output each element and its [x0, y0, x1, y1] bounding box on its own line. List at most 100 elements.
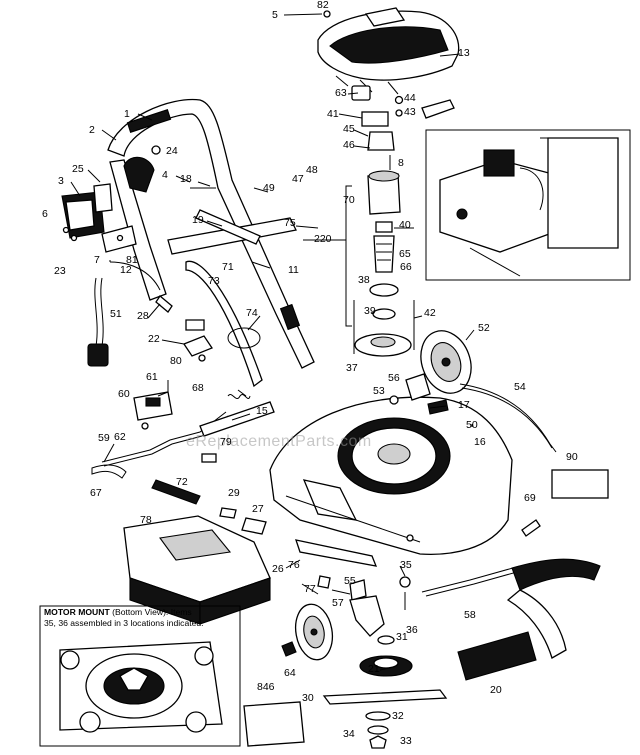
- leader-line: [331, 589, 351, 595]
- part-label-1: 1: [124, 108, 130, 120]
- part-label-12: 12: [120, 264, 132, 276]
- part-label-51: 51: [110, 308, 122, 320]
- part-label-47: 47: [292, 173, 304, 185]
- fan-21: [359, 635, 413, 677]
- part-label-49: 49: [263, 182, 275, 194]
- leader-lines: [70, 13, 475, 671]
- part-label-54: 54: [514, 381, 526, 393]
- leader-line: [253, 187, 269, 193]
- motor-mount-line1: (Bottom View): Items: [112, 607, 192, 617]
- clip-parts: [219, 507, 267, 535]
- motor-bracket-assembly: [351, 85, 455, 170]
- svg-text:MOTOR MOUNT (Bottom View): Ite: MOTOR MOUNT (Bottom View): Items: [44, 607, 192, 617]
- leader-line: [301, 583, 319, 595]
- part-label-38: 38: [358, 274, 370, 286]
- leader-line: [251, 261, 271, 269]
- part-label-82: 82: [317, 0, 329, 11]
- part-label-28: 28: [137, 310, 149, 322]
- part-label-24: 24: [166, 145, 178, 157]
- part-label-70: 70: [343, 194, 355, 206]
- cable-clip-parts: [155, 295, 261, 362]
- axle-bracket-76: [295, 539, 378, 589]
- bolt-69: [521, 519, 541, 537]
- cord-51: [87, 261, 161, 367]
- front-wheel-bracket-57: [349, 579, 385, 637]
- part-label-22: 22: [148, 333, 160, 345]
- part-label-58: 58: [464, 609, 476, 621]
- part-label-48: 48: [306, 164, 318, 176]
- part-label-44: 44: [404, 92, 416, 104]
- wheel-52-top: [420, 330, 472, 394]
- part-label-53: 53: [373, 385, 385, 397]
- grass-chute-26: [123, 515, 271, 625]
- leader-line: [87, 169, 101, 183]
- leader-line: [295, 225, 319, 229]
- nut-64: [281, 641, 297, 657]
- deck-16: [269, 396, 513, 555]
- linkage-rods: [101, 401, 275, 467]
- leader-line: [429, 405, 447, 409]
- part-label-3: 3: [58, 175, 64, 187]
- wheel-52-front: [294, 603, 334, 661]
- part-label-76: 76: [288, 559, 300, 571]
- part-label-39: 39: [364, 305, 376, 317]
- part-label-42: 42: [424, 307, 436, 319]
- part-label-78: 78: [140, 514, 152, 526]
- label-box-90: [551, 469, 609, 499]
- part-label-40: 40: [399, 219, 411, 231]
- grass-bag-20: [457, 558, 601, 681]
- part-label-2: 2: [89, 124, 95, 136]
- leader-line: [101, 129, 117, 141]
- part-label-50: 50: [466, 419, 478, 431]
- part-label-61: 61: [146, 371, 158, 383]
- leader-line: [439, 53, 461, 57]
- part-label-19: 19: [192, 214, 204, 226]
- switch-box-3: [61, 183, 137, 253]
- leader-line: [413, 315, 423, 319]
- part-label-64: 64: [284, 667, 296, 679]
- part-label-59: 59: [98, 432, 110, 444]
- part-label-81: 81: [126, 254, 138, 266]
- part-label-45: 45: [343, 123, 355, 135]
- part-label-4: 4: [162, 169, 168, 181]
- spring-68: [227, 394, 251, 400]
- leader-line: [347, 92, 359, 95]
- leader-line: [338, 113, 363, 119]
- motor-mount-line2: 35, 36 assembled in 3 locations indicate…: [44, 618, 204, 628]
- part-label-69: 69: [524, 492, 536, 504]
- part-label-46: 46: [343, 139, 355, 151]
- part-label-21: 21: [368, 663, 380, 675]
- motor-mount-inset: [39, 605, 241, 747]
- detail-inset: [425, 129, 631, 281]
- part-label-7: 7: [94, 254, 100, 266]
- part-label-8: 8: [398, 157, 404, 169]
- part-label-27: 27: [252, 503, 264, 515]
- leader-line: [175, 175, 191, 183]
- motor-stack: [345, 170, 415, 357]
- part-label-16: 16: [474, 436, 486, 448]
- part-label-18: 18: [180, 173, 192, 185]
- part-label-74: 74: [246, 307, 258, 319]
- part-label-32: 32: [392, 710, 404, 722]
- leader-line: [353, 145, 371, 149]
- part-label-6: 6: [42, 208, 48, 220]
- leader-line: [379, 667, 391, 671]
- leader-line: [231, 413, 251, 421]
- part-label-67: 67: [90, 487, 102, 499]
- part-label-41: 41: [327, 108, 339, 120]
- leader-line: [161, 339, 185, 345]
- control-box-60: [133, 380, 173, 430]
- part-label-31: 31: [396, 631, 408, 643]
- leader-line: [147, 303, 161, 319]
- part-label-20: 20: [490, 684, 502, 696]
- part-label-34: 34: [343, 728, 355, 740]
- lever-67: [91, 464, 127, 479]
- leader-line: [103, 443, 115, 463]
- rod-58: [421, 565, 521, 593]
- part-label-33: 33: [400, 735, 412, 747]
- part-label-23: 23: [54, 265, 66, 277]
- part-label-68: 68: [192, 382, 204, 394]
- leader-line: [157, 391, 169, 397]
